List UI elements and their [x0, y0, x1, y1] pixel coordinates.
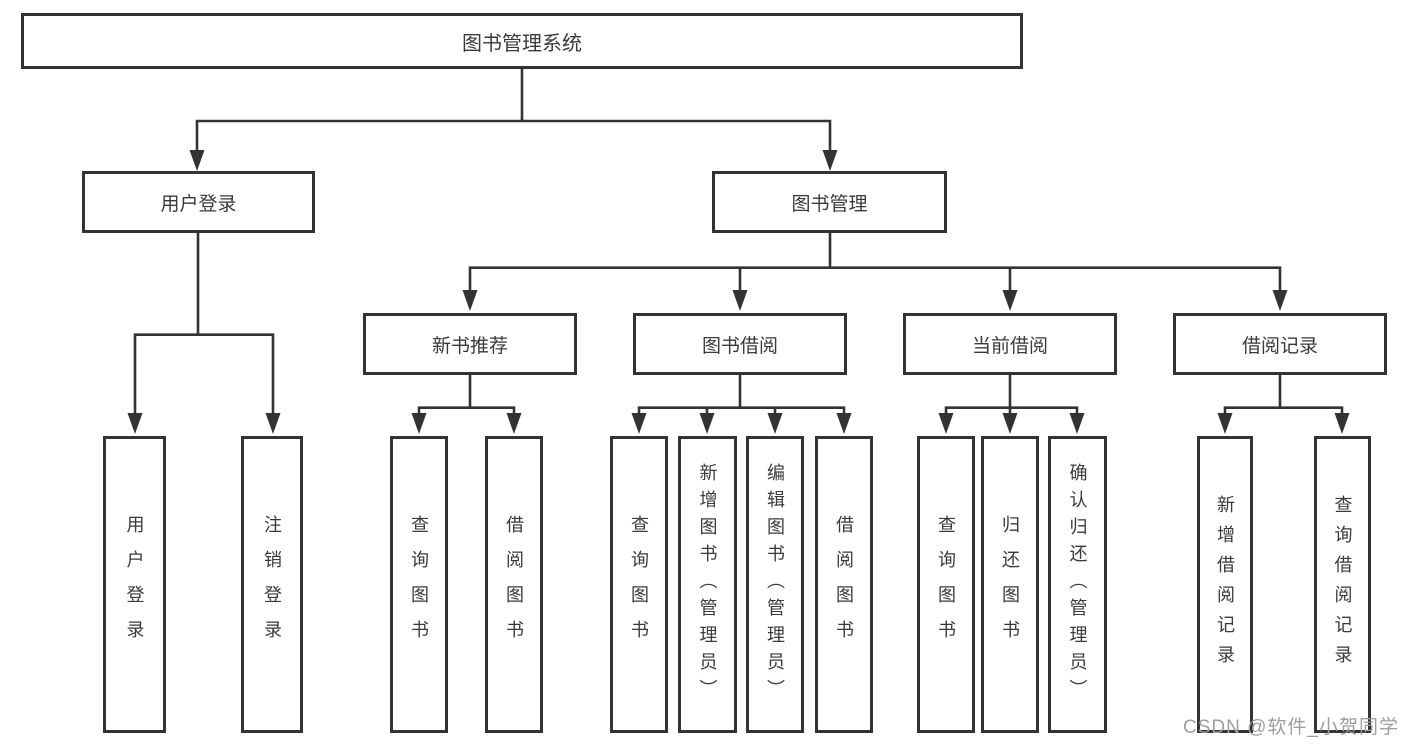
leaf-edit-books-admin-label: 编辑图书（管理员） [765, 463, 785, 706]
leaf-add-books-admin: 新增图书（管理员） [678, 436, 737, 733]
leaf-borrow-books-recommend: 借阅图书 [485, 436, 543, 733]
node-new-book-recommendation: 新书推荐 [363, 313, 577, 375]
leaf-query-books-current: 查询图书 [917, 436, 975, 733]
leaf-logout: 注销登录 [241, 436, 303, 733]
leaf-borrow-books-borrowing-label: 借阅图书 [834, 514, 854, 655]
connector-lines [133, 68, 1344, 416]
leaf-add-borrow-record: 新增借阅记录 [1197, 436, 1253, 733]
node-root: 图书管理系统 [21, 13, 1023, 69]
leaf-user-login: 用户登录 [103, 436, 166, 733]
arrowhead-icons [127, 150, 1350, 434]
leaf-borrow-books-borrowing: 借阅图书 [815, 436, 873, 733]
leaf-query-books-borrowing-label: 查询图书 [629, 514, 649, 655]
leaf-edit-books-admin: 编辑图书（管理员） [746, 436, 804, 733]
node-current-borrowing-label: 当前借阅 [971, 335, 1048, 357]
node-new-book-recommendation-label: 新书推荐 [431, 335, 508, 357]
leaf-return-books: 归还图书 [981, 436, 1039, 733]
csdn-watermark: CSDN @软件_小贺同学 [1183, 717, 1399, 738]
node-borrowing-records: 借阅记录 [1173, 313, 1387, 375]
leaf-user-login-label: 用户登录 [124, 514, 145, 655]
leaf-query-borrow-record-label: 查询借阅记录 [1332, 494, 1353, 675]
node-user-login-label: 用户登录 [160, 193, 237, 215]
leaf-query-books-borrowing: 查询图书 [610, 436, 668, 733]
leaf-logout-label: 注销登录 [262, 514, 282, 655]
leaf-add-borrow-record-label: 新增借阅记录 [1215, 494, 1235, 675]
leaf-confirm-return-admin-label: 确认归还（管理员） [1067, 463, 1088, 706]
node-root-label: 图书管理系统 [462, 32, 582, 55]
node-book-management-label: 图书管理 [791, 193, 868, 215]
node-user-login: 用户登录 [82, 171, 315, 233]
leaf-query-books-recommend: 查询图书 [390, 436, 448, 733]
leaf-return-books-label: 归还图书 [1000, 514, 1020, 655]
leaf-query-books-recommend-label: 查询图书 [409, 514, 429, 655]
node-borrowing-records-label: 借阅记录 [1241, 335, 1318, 357]
node-book-management: 图书管理 [712, 171, 947, 233]
node-book-borrowing-label: 图书借阅 [701, 335, 778, 357]
leaf-add-books-admin-label: 新增图书（管理员） [697, 463, 718, 706]
node-current-borrowing: 当前借阅 [903, 313, 1117, 375]
leaf-query-borrow-record: 查询借阅记录 [1314, 436, 1371, 733]
leaf-query-books-current-label: 查询图书 [936, 514, 956, 655]
node-book-borrowing: 图书借阅 [633, 313, 847, 375]
leaf-confirm-return-admin: 确认归还（管理员） [1048, 436, 1107, 733]
leaf-borrow-books-recommend-label: 借阅图书 [504, 514, 524, 655]
